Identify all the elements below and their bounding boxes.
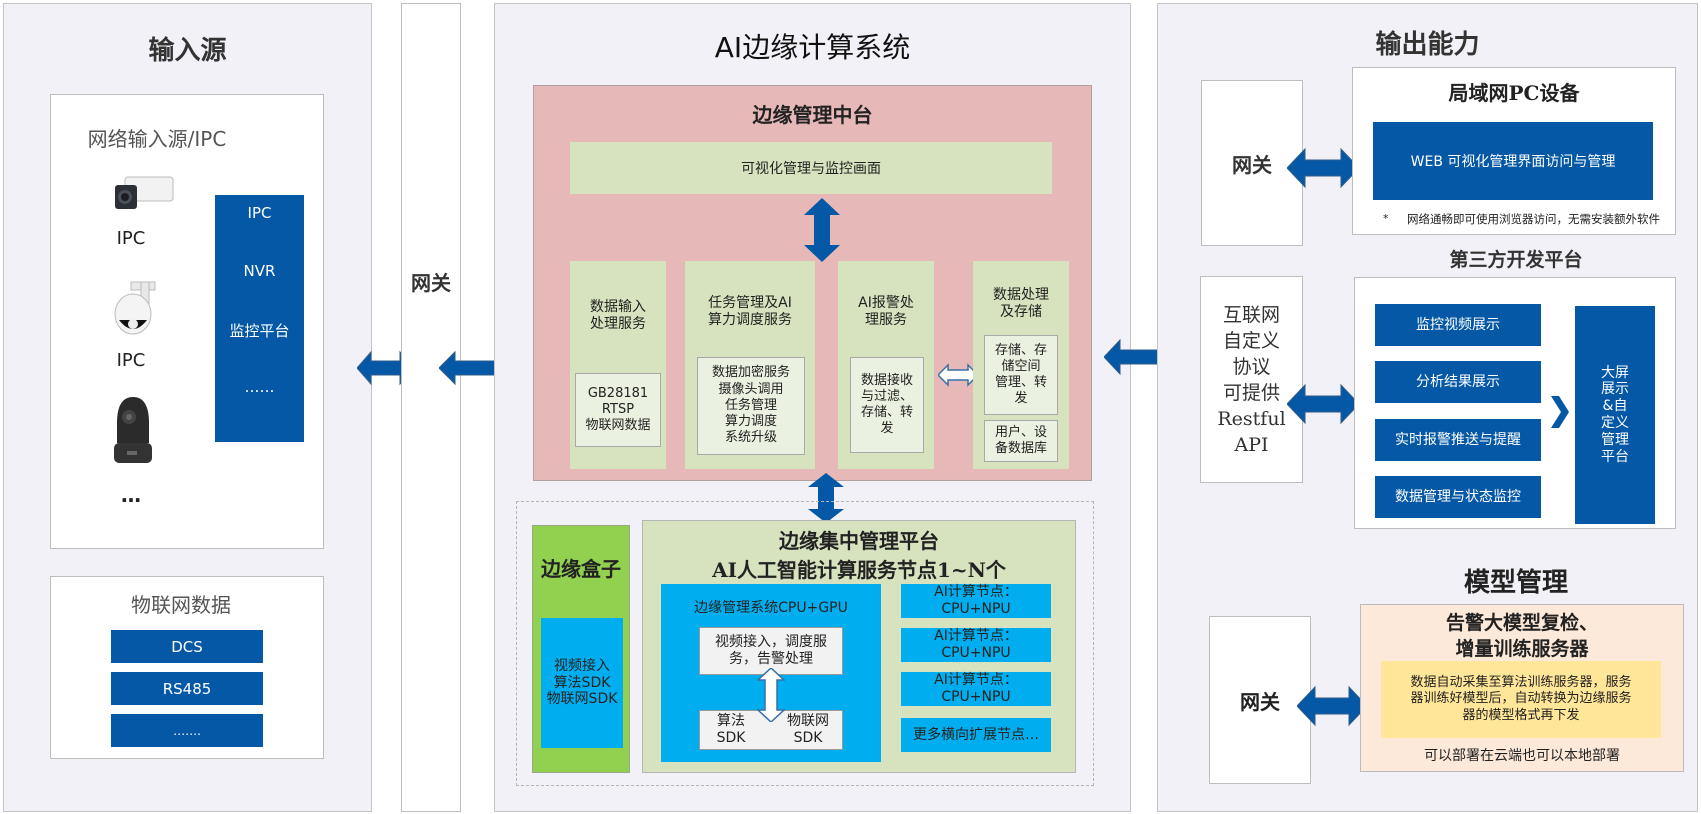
network-input-title: 网络输入源/IPC	[87, 126, 227, 151]
third-party-item-4: 数据管理与状态监控	[1375, 476, 1541, 518]
service-data-input: 数据输入 处理服务 GB28181 RTSP 物联网数据	[570, 261, 666, 469]
service-task-scheduling: 任务管理及AI 算力调度服务 数据加密服务 摄像头调用 任务管理 算力调度 系统…	[685, 261, 815, 469]
gateway-column: 网关	[401, 3, 461, 812]
service-detail: GB28181 RTSP 物联网数据	[575, 373, 661, 447]
api-box: 互联网 自定义 协议 可提供 Restful API	[1200, 276, 1303, 483]
compute-node-more: 更多横向扩展节点…	[901, 718, 1051, 752]
input-panel-title: 输入源	[148, 35, 227, 66]
service-title: 任务管理及AI 算力调度服务	[708, 295, 792, 328]
service-data-storage: 数据处理 及存储 存储、存 储空间 管理、转 发 用户、设 备数据库	[973, 261, 1069, 469]
ptz-camera-icon	[111, 393, 155, 467]
edge-mgmt-system: 边缘管理系统CPU+GPU 视频接入，调度服 务，告警处理 算法 SDK 物联网…	[661, 584, 881, 762]
chevron-right-icon	[1549, 396, 1569, 432]
input-source-panel: 输入源 网络输入源/IPC IPC IPC	[3, 3, 372, 812]
third-party-item-3: 实时报警推送与提醒	[1375, 419, 1541, 461]
source-item-ipc: IPC	[247, 204, 272, 222]
service-detail: 存储、存 储空间 管理、转 发	[984, 335, 1058, 415]
source-item-nvr: NVR	[243, 262, 276, 280]
deploy-note: 可以部署在云端也可以本地部署	[1424, 747, 1620, 764]
third-party-item-2: 分析结果展示	[1375, 361, 1541, 403]
visual-monitor-bar: 可视化管理与监控画面	[570, 142, 1052, 194]
model-arrow	[1297, 685, 1367, 727]
lan-gateway-box: 网关	[1201, 80, 1303, 246]
third-party-item-1: 监控视频展示	[1375, 304, 1541, 346]
source-list: IPC NVR 监控平台 ……	[215, 195, 304, 442]
edge-box-title: 边缘盒子	[541, 556, 621, 581]
dome-camera-icon	[111, 278, 159, 338]
training-server-desc: 数据自动采集至算法训练服务器，服务 器训练好模型后，自动转换为边缘服务 器的模型…	[1381, 661, 1661, 738]
edge-box-content: 视频接入 算法SDK 物联网SDK	[541, 618, 623, 748]
alarm-storage-arrow	[938, 363, 978, 387]
training-server-title: 告警大模型复检、 增量训练服务器	[1445, 612, 1598, 660]
bullet-camera-icon	[111, 171, 175, 215]
mgmt-system-top-box: 视频接入，调度服 务，告警处理	[699, 627, 843, 675]
lan-note-bullet: *	[1383, 212, 1389, 225]
model-gateway-label: 网关	[1240, 689, 1280, 714]
model-gateway-box: 网关	[1209, 616, 1311, 784]
ai-system-title: AI边缘计算系统	[714, 31, 911, 64]
sdk-right-label: 物联网 SDK	[787, 713, 829, 746]
gateway-label: 网关	[411, 270, 451, 295]
iot-item-rs485: RS485	[111, 672, 263, 705]
service-ai-alarm: AI报警处 理服务 数据接收 与过滤、 存储、转 发	[838, 261, 934, 469]
iot-data-title: 物联网数据	[131, 592, 231, 617]
device-label-2: IPC	[116, 349, 146, 371]
lan-note: 网络通畅即可使用浏览器访问，无需安装额外软件	[1407, 212, 1660, 226]
api-box-text: 互联网 自定义 协议 可提供 Restful API	[1217, 303, 1286, 456]
visual-services-arrow	[802, 198, 842, 262]
gateway-ai-arrow	[439, 350, 520, 386]
iot-item-dcs: DCS	[111, 630, 263, 663]
mgmt-center-title: 边缘管理中台	[752, 102, 873, 127]
device-label-1: IPC	[116, 227, 146, 249]
output-panel-title: 输出能力	[1375, 29, 1480, 60]
web-mgmt-box: WEB 可视化管理界面访问与管理	[1373, 122, 1653, 200]
model-mgmt-title: 模型管理	[1463, 567, 1568, 598]
edge-nodes-group	[516, 501, 1094, 786]
big-screen-box: 大屏 展示 &自 定义 管理 平台	[1575, 306, 1655, 524]
service-detail: 数据加密服务 摄像头调用 任务管理 算力调度 系统升级	[697, 357, 805, 455]
iot-item-more: …….	[111, 714, 263, 747]
compute-node-1: AI计算节点：CPU+NPU	[901, 584, 1051, 618]
service-title: AI报警处 理服务	[858, 295, 914, 328]
compute-node-2: AI计算节点：CPU+NPU	[901, 628, 1051, 662]
training-server-box: 告警大模型复检、 增量训练服务器 数据自动采集至算法训练服务器，服务 器训练好模…	[1360, 604, 1684, 772]
source-item-platform: 监控平台	[229, 321, 290, 340]
third-party-box: 监控视频展示 分析结果展示 实时报警推送与提醒 数据管理与状态监控 大屏 展示 …	[1354, 277, 1676, 529]
source-item-more: ……	[244, 378, 275, 396]
lan-pc-box: 局域网PC设备 WEB 可视化管理界面访问与管理 * 网络通畅即可使用浏览器访问…	[1352, 67, 1676, 235]
sdk-left-label: 算法 SDK	[716, 713, 746, 746]
center-platform-arrow	[806, 473, 846, 523]
more-devices-ellipsis: …	[121, 483, 141, 507]
compute-node-3: AI计算节点：CPU+NPU	[901, 672, 1051, 706]
third-party-arrow	[1287, 383, 1359, 425]
lan-gateway-label: 网关	[1232, 152, 1272, 177]
service-title: 数据输入 处理服务	[590, 299, 646, 332]
network-input-box: 网络输入源/IPC IPC IPC	[50, 94, 324, 549]
service-detail: 数据接收 与过滤、 存储、转 发	[850, 357, 924, 453]
input-gateway-arrow	[357, 350, 414, 386]
edge-box: 边缘盒子 视频接入 算法SDK 物联网SDK	[532, 525, 630, 773]
platform-title-line2: AI人工智能计算服务节点1~N个	[712, 557, 1006, 582]
mgmt-sdk-arrow	[757, 668, 785, 722]
service-detail: 用户、设 备数据库	[984, 420, 1058, 462]
iot-data-box: 物联网数据 DCS RS485 …….	[50, 576, 324, 759]
third-party-title: 第三方开发平台	[1449, 248, 1583, 271]
central-mgmt-platform: 边缘集中管理平台 AI人工智能计算服务节点1~N个 边缘管理系统CPU+GPU …	[642, 520, 1076, 773]
platform-title-line1: 边缘集中管理平台	[779, 528, 939, 553]
lan-arrow	[1287, 147, 1359, 189]
edge-mgmt-center: 边缘管理中台 可视化管理与监控画面 数据输入 处理服务 GB28181 RTSP…	[533, 85, 1092, 481]
ai-output-arrow	[1104, 338, 1180, 376]
lan-pc-title: 局域网PC设备	[1448, 80, 1580, 105]
service-title: 数据处理 及存储	[993, 287, 1049, 320]
mgmt-system-title: 边缘管理系统CPU+GPU	[694, 599, 848, 616]
